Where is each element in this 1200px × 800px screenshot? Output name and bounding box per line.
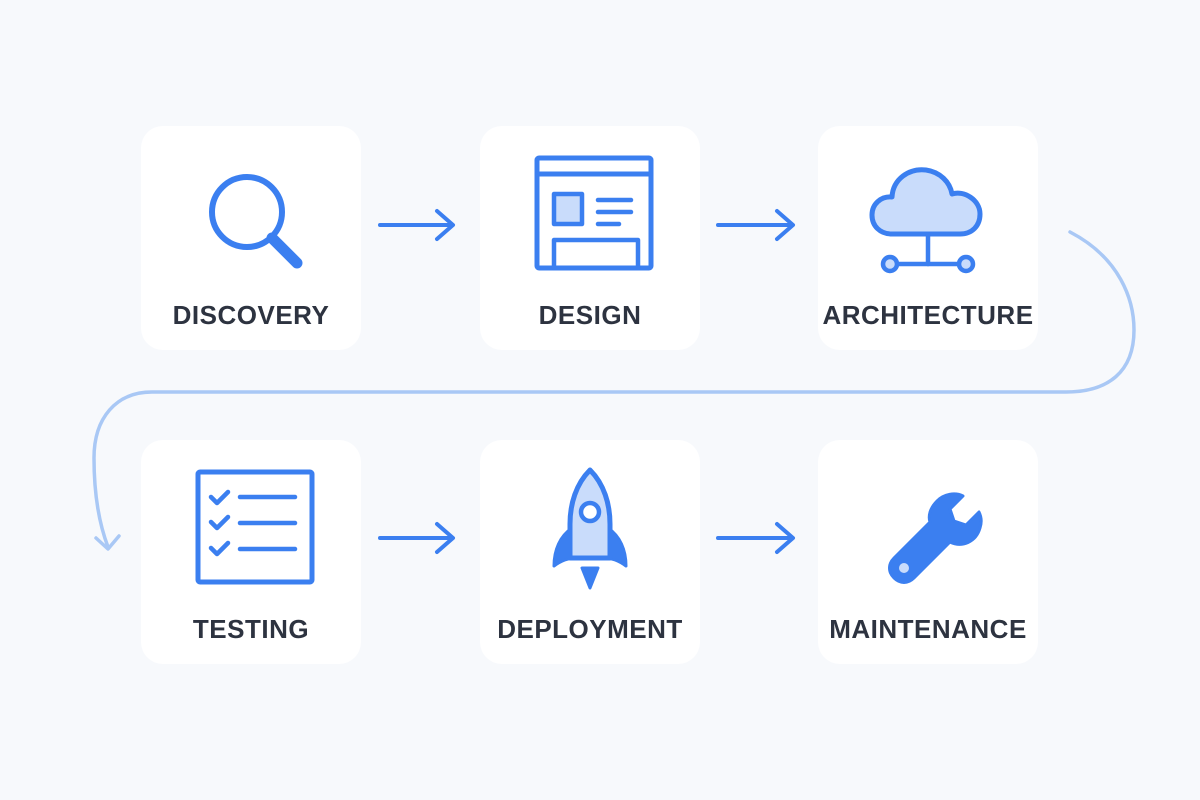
step-card-architecture: ARCHITECTURE: [818, 126, 1038, 350]
step-label-maintenance: MAINTENANCE: [829, 614, 1027, 644]
rocket-icon: [524, 466, 656, 598]
step-label-testing: TESTING: [192, 614, 310, 644]
arrow-deployment-to-maintenance: [716, 522, 795, 554]
step-label-design: DESIGN: [538, 300, 642, 330]
arrow-architecture-to-testing: [92, 230, 1136, 551]
cloud-network-icon: [862, 152, 994, 284]
magnifying-glass-icon: [185, 152, 317, 284]
step-card-design: DESIGN: [480, 126, 700, 350]
step-card-discovery: DISCOVERY: [141, 126, 361, 350]
step-card-deployment: DEPLOYMENT: [480, 440, 700, 664]
step-label-deployment: DEPLOYMENT: [497, 614, 683, 644]
arrow-design-to-architecture: [716, 209, 795, 241]
step-label-architecture: ARCHITECTURE: [822, 300, 1034, 330]
step-card-testing: TESTING: [141, 440, 361, 664]
arrow-testing-to-deployment: [378, 522, 455, 554]
browser-window-icon: [524, 152, 656, 284]
step-card-maintenance: MAINTENANCE: [818, 440, 1038, 664]
wrench-icon: [862, 466, 994, 598]
checklist-icon: [185, 466, 317, 598]
step-label-discovery: DISCOVERY: [172, 300, 330, 330]
arrow-discovery-to-design: [378, 209, 455, 241]
